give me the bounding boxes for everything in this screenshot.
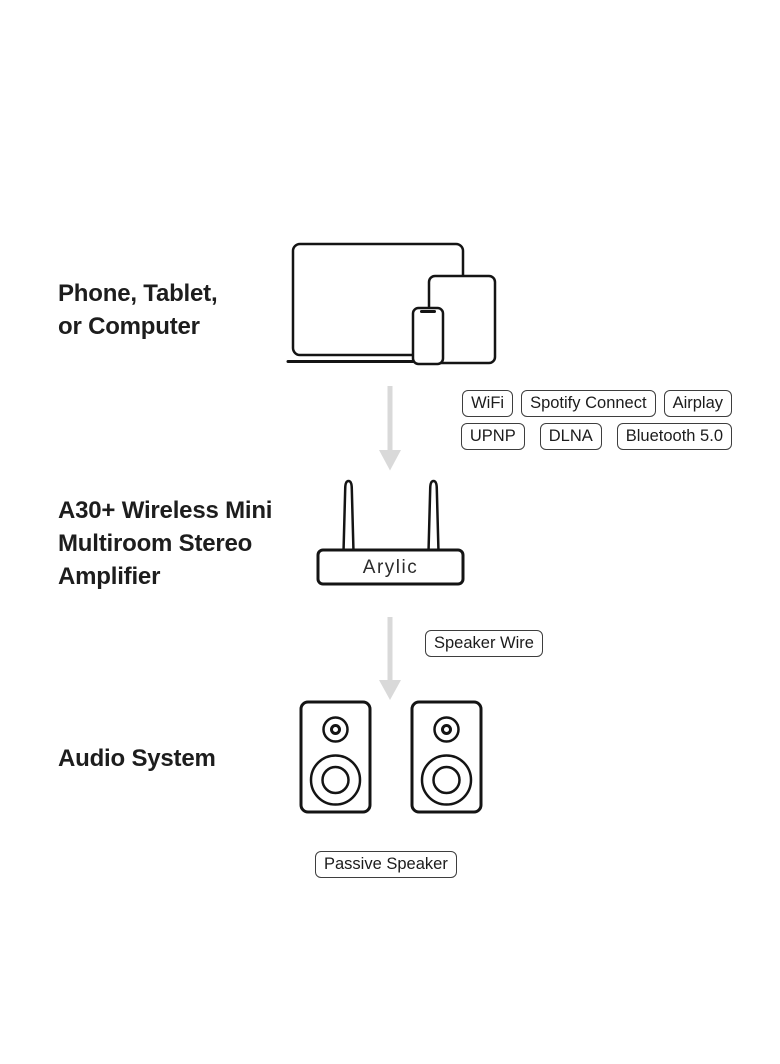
- devices-icon: [286, 242, 497, 366]
- wireless-amplifier-icon: [316, 479, 465, 586]
- badge-upnp: UPNP: [460, 423, 525, 450]
- speaker-right-icon: [410, 700, 483, 814]
- down-arrow-icon: [379, 617, 401, 700]
- audio-system-label: Audio System: [58, 742, 216, 775]
- badge-passive-speaker: Passive Speaker: [315, 851, 457, 878]
- badge-bluetooth: Bluetooth 5.0: [616, 423, 732, 450]
- connectivity-badge-row-2: UPNP DLNA Bluetooth 5.0: [460, 423, 732, 450]
- badge-wifi: WiFi: [462, 390, 514, 417]
- badge-dlna: DLNA: [539, 423, 602, 450]
- badge-airplay: Airplay: [663, 390, 732, 417]
- badge-speaker-wire: Speaker Wire: [425, 630, 543, 657]
- speaker-left-icon: [299, 700, 372, 814]
- badge-spotify-connect: Spotify Connect: [521, 390, 656, 417]
- source-devices-label: Phone, Tablet, or Computer: [58, 277, 218, 343]
- passive-speakers-icon: [299, 700, 483, 814]
- audio-system-label-line1: Audio System: [58, 745, 216, 772]
- source-devices-label-line1: Phone, Tablet,: [58, 280, 218, 307]
- source-devices-label-line2: or Computer: [58, 313, 200, 340]
- amplifier-label: A30+ Wireless Mini Multiroom Stereo Ampl…: [58, 494, 272, 593]
- amplifier-label-line3: Amplifier: [58, 563, 161, 590]
- amplifier-label-line1: A30+ Wireless Mini: [58, 497, 273, 524]
- amplifier-brand-label: Arylic: [362, 557, 419, 578]
- down-arrow-icon: [379, 386, 401, 471]
- connectivity-badge-row-1: WiFi Spotify Connect Airplay: [462, 390, 732, 417]
- amplifier-label-line2: Multiroom Stereo: [58, 530, 253, 557]
